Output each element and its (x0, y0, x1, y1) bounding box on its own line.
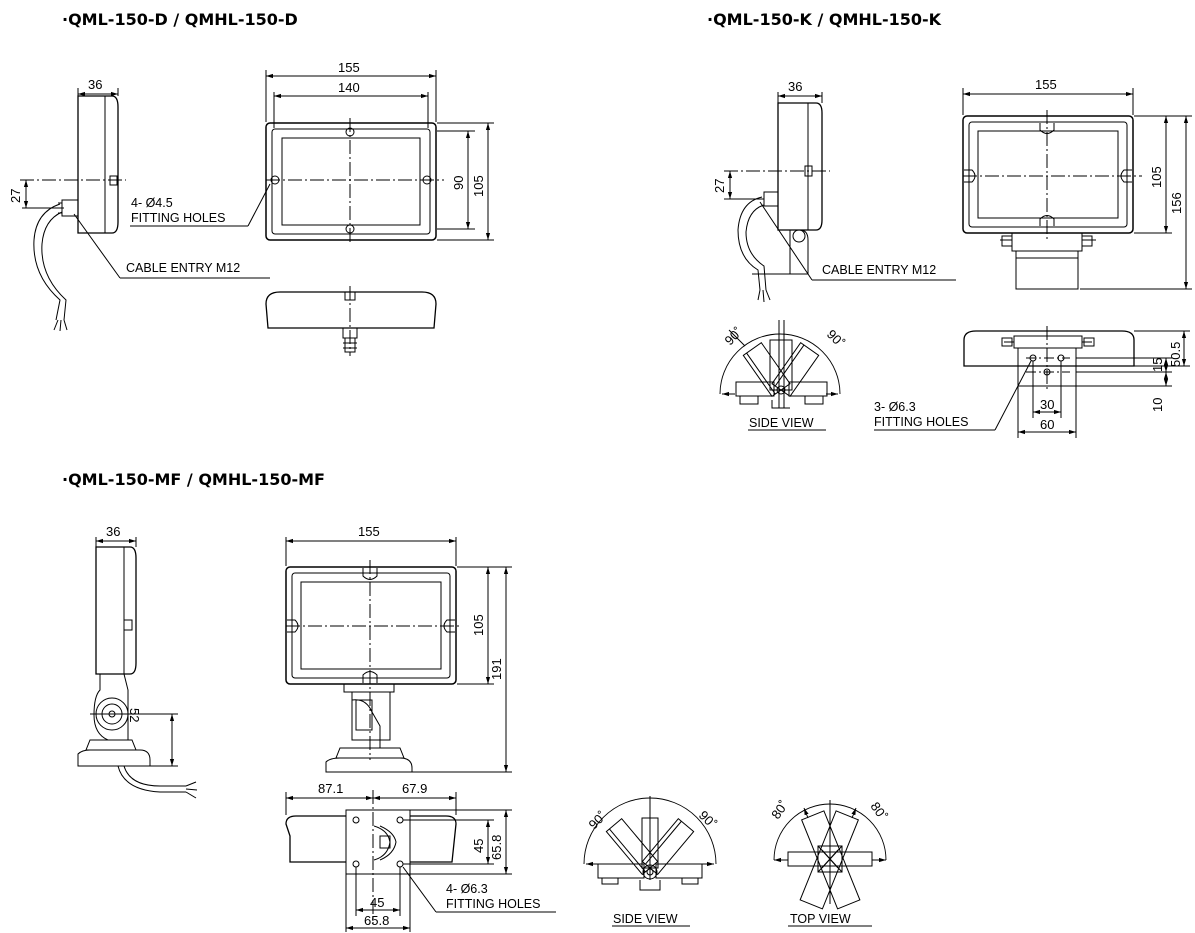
d-label-fitting-holes: FITTING HOLES (131, 211, 225, 225)
d-dim-inner-width: 140 (338, 80, 360, 95)
section-title-mf: ·QML-150-MF / QMHL-150-MF (62, 470, 325, 489)
mf-label-fitting-holes: FITTING HOLES (446, 897, 540, 911)
mf-side-angle-left: 90˚ (586, 808, 610, 832)
mf-side-angle-right: 90˚ (696, 808, 720, 832)
k-angle-right: 90˚ (824, 327, 848, 351)
mf-dim-base-depth: 65.8 (489, 835, 504, 860)
section-title-d: ·QML-150-D / QMHL-150-D (62, 10, 298, 29)
mf-top-angle-right: 80˚ (868, 799, 891, 823)
k-dim-base-width: 60 (1040, 417, 1054, 432)
mf-dim-pivot-height: 52 (127, 708, 142, 722)
k-side-view (724, 92, 956, 303)
k-dim-hole-pitch-v: 15 (1150, 358, 1165, 372)
k-side-view-rotation (719, 320, 841, 431)
mf-dim-left-width: 87.1 (318, 781, 343, 796)
mf-dim-base-width: 65.8 (364, 913, 389, 928)
k-angle-left: 90˚ (722, 324, 746, 348)
d-bottom-view (265, 286, 437, 356)
k-dim-bracket-height: 50.5 (1168, 342, 1183, 367)
k-label-fitting-holes: FITTING HOLES (874, 415, 968, 429)
mf-label-holes-count: 4- Ø6.3 (446, 882, 488, 896)
d-label-holes-count: 4- Ø4.5 (131, 196, 173, 210)
k-bottom-view (874, 326, 1190, 438)
d-label-cable-entry: CABLE ENTRY M12 (126, 261, 240, 275)
mf-dim-right-width: 67.9 (402, 781, 427, 796)
k-dim-face-height: 105 (1149, 166, 1164, 188)
mf-label-side-view: SIDE VIEW (613, 912, 678, 926)
mf-front-view (285, 537, 512, 773)
mf-top-view-rotation (773, 800, 887, 927)
k-label-holes-count: 3- Ø6.3 (874, 400, 916, 414)
d-dim-side-width: 36 (88, 77, 102, 92)
mf-dim-outer-width: 155 (358, 524, 380, 539)
mf-dim-face-height: 105 (471, 614, 486, 636)
k-front-view (962, 88, 1192, 290)
k-dim-outer-width: 155 (1035, 77, 1057, 92)
k-dim-hole-offset: 27 (712, 179, 727, 193)
k-dim-hole-pitch-h: 30 (1040, 397, 1054, 412)
mf-label-top-view: TOP VIEW (790, 912, 851, 926)
mf-bottom-view (285, 790, 556, 932)
k-label-cable-entry: CABLE ENTRY M12 (822, 263, 936, 277)
mf-dim-hole-pitch-h: 45 (370, 895, 384, 910)
section-title-k: ·QML-150-K / QMHL-150-K (707, 10, 942, 29)
k-dim-side-width: 36 (788, 79, 802, 94)
mf-side-view (77, 537, 198, 799)
mf-dim-total-height: 191 (489, 658, 504, 680)
mf-top-angle-left: 80˚ (768, 798, 791, 822)
mf-side-view-rotation (583, 796, 717, 927)
d-dim-hole-offset: 27 (8, 189, 23, 203)
d-dim-inner-height: 90 (451, 176, 466, 190)
d-side-view (20, 88, 270, 332)
mf-dim-side-width: 36 (106, 524, 120, 539)
d-front-view (130, 70, 494, 245)
d-dim-outer-width: 155 (338, 60, 360, 75)
d-dim-outer-height: 105 (471, 175, 486, 197)
k-dim-base-offset: 10 (1150, 398, 1165, 412)
k-label-side-view: SIDE VIEW (749, 416, 814, 430)
k-dim-total-height: 156 (1169, 192, 1184, 214)
mf-dim-hole-pitch-v: 45 (471, 839, 486, 853)
